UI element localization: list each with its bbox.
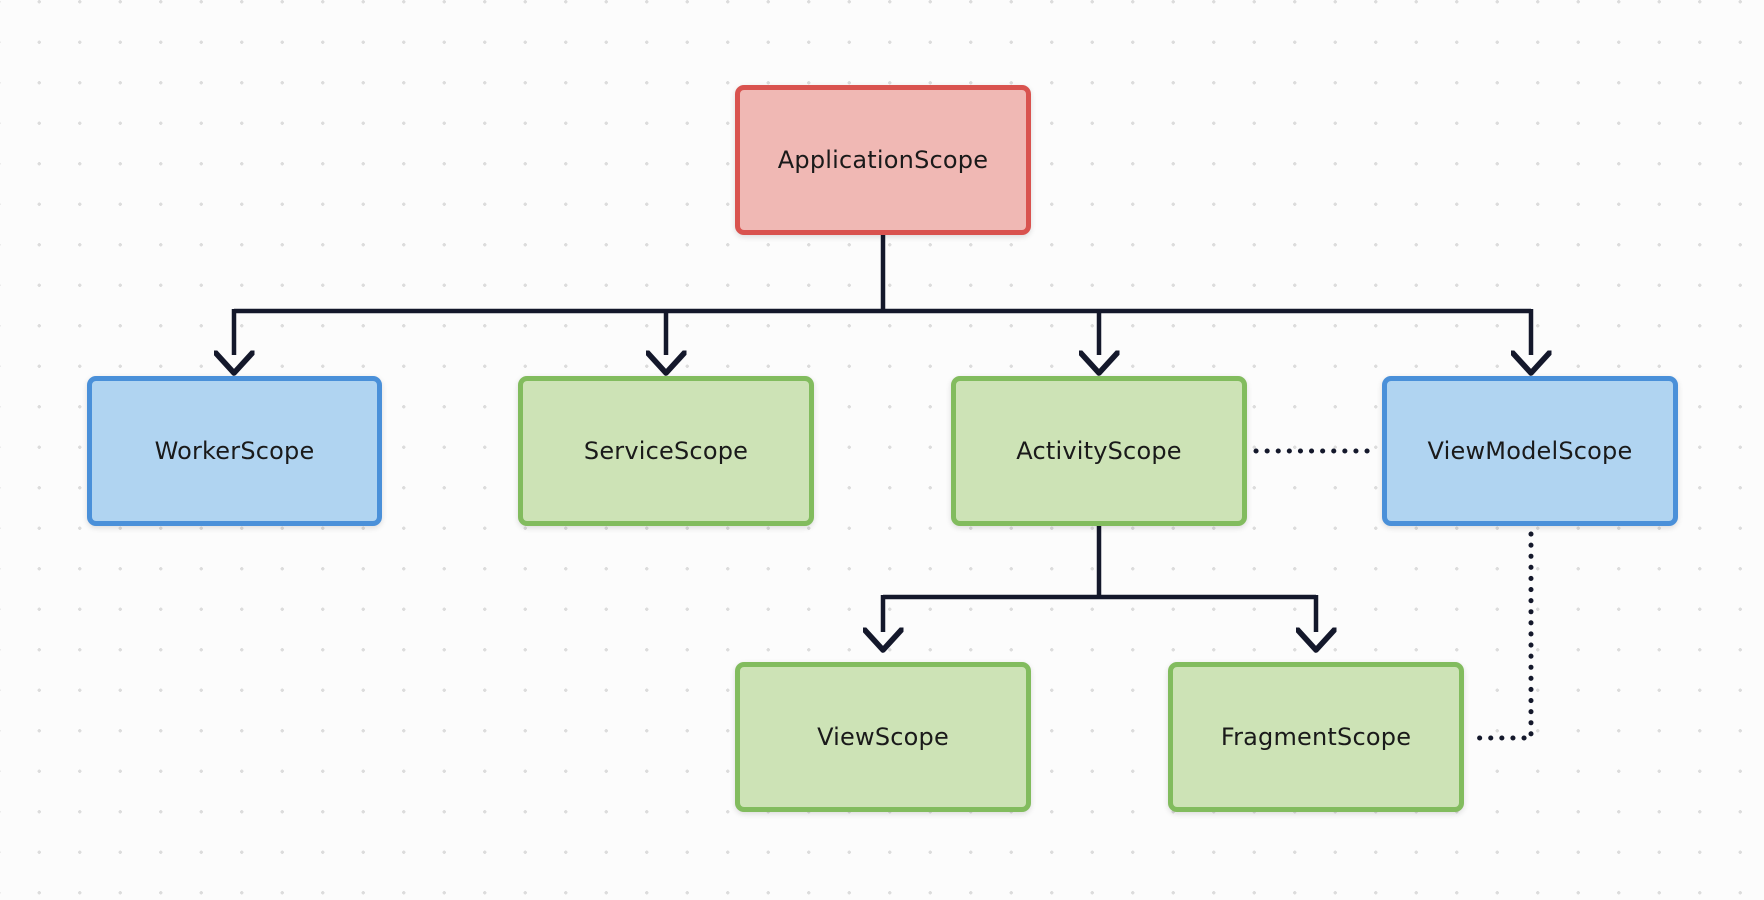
node-viewmodel-scope[interactable]: ViewModelScope (1382, 376, 1678, 526)
node-application-scope[interactable]: ApplicationScope (735, 85, 1031, 235)
edge-activity-to-children-trunk (883, 526, 1316, 600)
node-label-activity-scope: ActivityScope (1016, 437, 1182, 465)
node-label-application-scope: ApplicationScope (777, 146, 989, 174)
node-activity-scope[interactable]: ActivityScope (951, 376, 1247, 526)
node-worker-scope[interactable]: WorkerScope (87, 376, 382, 526)
node-label-viewmodel-scope: ViewModelScope (1427, 437, 1633, 465)
node-label-service-scope: ServiceScope (583, 437, 749, 465)
node-label-worker-scope: WorkerScope (154, 437, 315, 465)
edge-viewmodel-to-fragment-assoc (1471, 531, 1534, 741)
node-fragment-scope[interactable]: FragmentScope (1168, 662, 1464, 812)
node-service-scope[interactable]: ServiceScope (518, 376, 814, 526)
node-view-scope[interactable]: ViewScope (735, 662, 1031, 812)
edge-app-to-children-trunk (234, 235, 1531, 314)
node-label-view-scope: ViewScope (817, 723, 949, 751)
node-label-fragment-scope: FragmentScope (1220, 723, 1412, 751)
